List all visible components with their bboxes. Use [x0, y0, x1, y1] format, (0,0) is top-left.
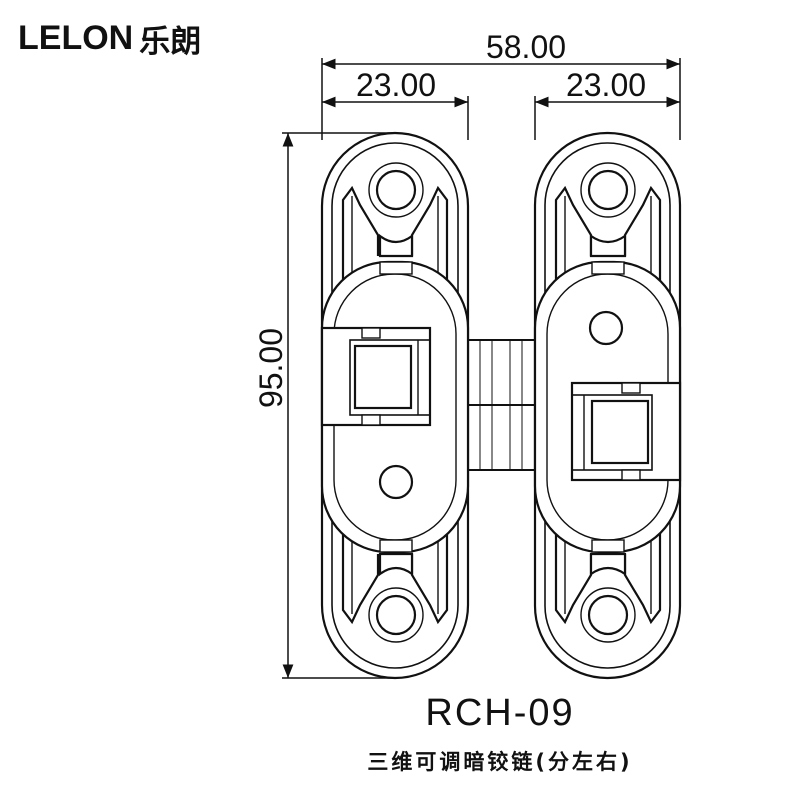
- left-adjustment-block: [320, 326, 432, 427]
- product-description: 三维可调暗铰链(分左右): [367, 750, 633, 774]
- dimension-height: [282, 132, 392, 679]
- height-label: 95.00: [253, 328, 289, 408]
- model-number: RCH-09: [425, 692, 575, 734]
- logo-text: LELON: [18, 18, 134, 57]
- right-bottom-screw-hole: [587, 594, 629, 636]
- logo-chinese: 乐朗: [139, 23, 202, 60]
- overall-width-label: 58.00: [486, 29, 566, 65]
- left-top-screw-hole: [375, 169, 417, 211]
- left-center-screw-hole: [378, 464, 414, 500]
- dimension-left-leaf: [322, 96, 469, 140]
- dimension-right-leaf: [534, 96, 680, 140]
- right-center-screw-hole: [588, 310, 624, 346]
- right-adjustment-block: [570, 381, 682, 482]
- left-bottom-screw-hole: [375, 594, 417, 636]
- left-hinge-leaf: [320, 131, 470, 680]
- left-leaf-width-label: 23.00: [356, 67, 436, 103]
- hinge-knuckle: [466, 339, 536, 471]
- right-leaf-width-label: 23.00: [566, 67, 646, 103]
- right-hinge-leaf: [533, 131, 682, 680]
- brand-logo: LELON 乐朗: [18, 18, 202, 60]
- right-top-screw-hole: [587, 169, 629, 211]
